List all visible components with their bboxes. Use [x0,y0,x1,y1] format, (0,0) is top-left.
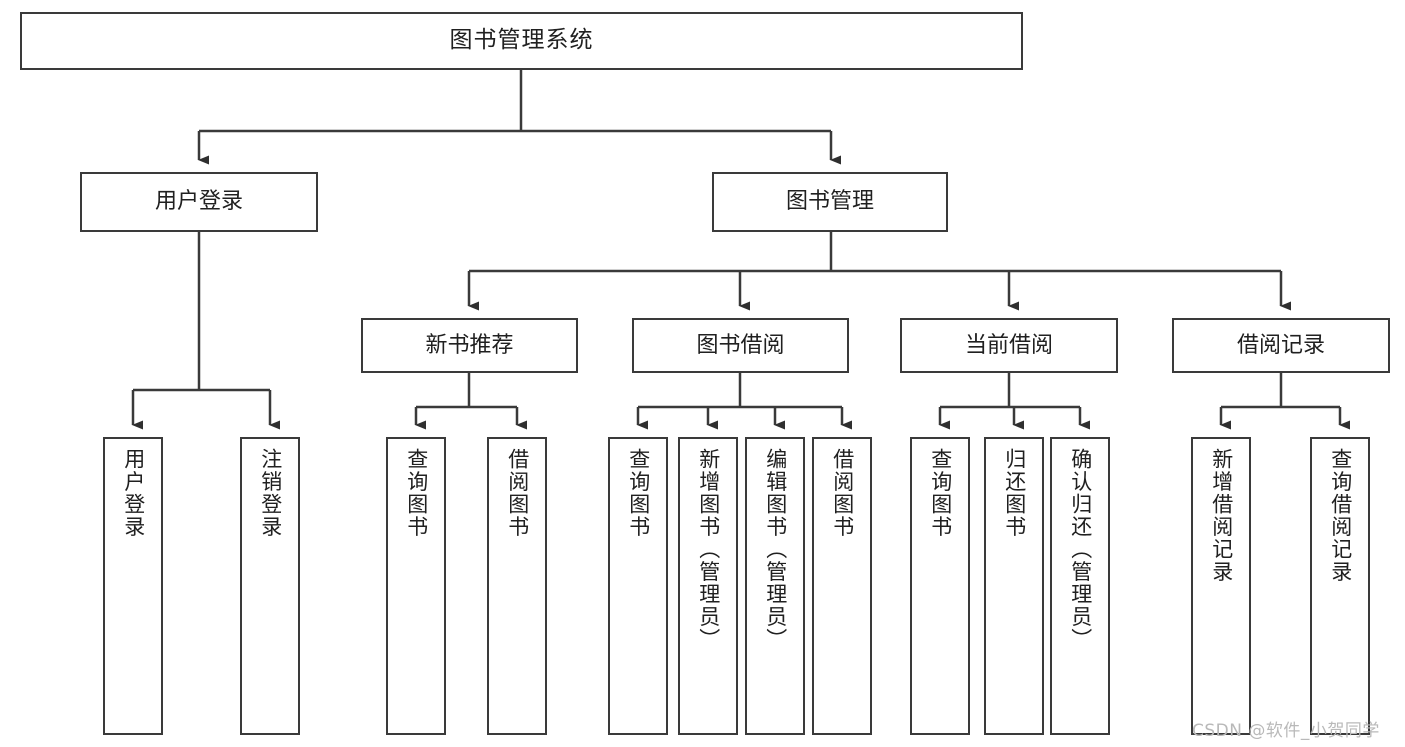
edges-borrowrecord-to-leaves [1219,373,1350,430]
edges-currentborrow-to-leaves [938,373,1090,430]
leaf-user-logout[interactable]: 注销登录 [240,437,300,735]
leaf-record-search[interactable]: 查询借阅记录 [1310,437,1370,735]
node-current-borrow[interactable]: 当前借阅 [900,318,1118,373]
edges-root-to-level1 [197,70,841,165]
edges-bookborrow-to-leaves [636,373,852,430]
leaf-record-add[interactable]: 新增借阅记录 [1191,437,1251,735]
csdn-watermark: CSDN @软件_小贺同学 [1192,721,1380,741]
leaf-borrow-query-book-label: 查询图书 [626,448,651,538]
node-current-borrow-label: 当前借阅 [964,332,1053,358]
node-root[interactable]: 图书管理系统 [20,12,1023,70]
leaf-rec-query-book-label: 查询图书 [404,448,429,538]
node-user-login-label: 用户登录 [154,189,243,215]
node-borrow-record-label: 借阅记录 [1236,332,1325,358]
leaf-rec-borrow-book-label: 借阅图书 [505,448,530,538]
leaf-borrow-query-book[interactable]: 查询图书 [608,437,668,735]
leaf-borrow-do-borrow-label: 借阅图书 [830,448,855,538]
node-book-manage-label: 图书管理 [785,189,874,215]
leaf-borrow-do-borrow[interactable]: 借阅图书 [812,437,872,735]
node-user-login[interactable]: 用户登录 [80,172,318,232]
leaf-user-login-label: 用户登录 [121,448,146,538]
leaf-current-return-book[interactable]: 归还图书 [984,437,1044,735]
node-book-borrow[interactable]: 图书借阅 [632,318,849,373]
leaf-record-add-label: 新增借阅记录 [1209,448,1234,583]
leaf-borrow-edit-book[interactable]: 编辑图书（管理员） [745,437,805,735]
node-borrow-record[interactable]: 借阅记录 [1172,318,1390,373]
leaf-borrow-add-book[interactable]: 新增图书（管理员） [678,437,738,735]
node-root-label: 图书管理系统 [449,27,594,54]
leaf-user-login[interactable]: 用户登录 [103,437,163,735]
leaf-record-search-label: 查询借阅记录 [1328,448,1353,583]
leaf-current-confirm-return[interactable]: 确认归还（管理员） [1050,437,1110,735]
node-new-book-rec[interactable]: 新书推荐 [361,318,578,373]
leaf-rec-borrow-book[interactable]: 借阅图书 [487,437,547,735]
edges-newbookrec-to-leaves [414,373,527,430]
leaf-current-query-book[interactable]: 查询图书 [910,437,970,735]
leaf-current-confirm-return-label: 确认归还（管理员） [1068,448,1093,651]
leaf-borrow-add-book-label: 新增图书（管理员） [696,448,721,651]
leaf-current-return-book-label: 归还图书 [1002,448,1027,538]
node-book-borrow-label: 图书借阅 [696,332,785,358]
leaf-user-logout-label: 注销登录 [258,448,283,538]
leaf-current-query-book-label: 查询图书 [928,448,953,538]
leaf-rec-query-book[interactable]: 查询图书 [386,437,446,735]
node-book-manage[interactable]: 图书管理 [712,172,948,232]
edges-bookmanage-to-level2 [467,232,1291,311]
node-new-book-rec-label: 新书推荐 [425,332,514,358]
leaf-borrow-edit-book-label: 编辑图书（管理员） [763,448,788,651]
edges-userlogin-to-leaves [131,232,280,430]
